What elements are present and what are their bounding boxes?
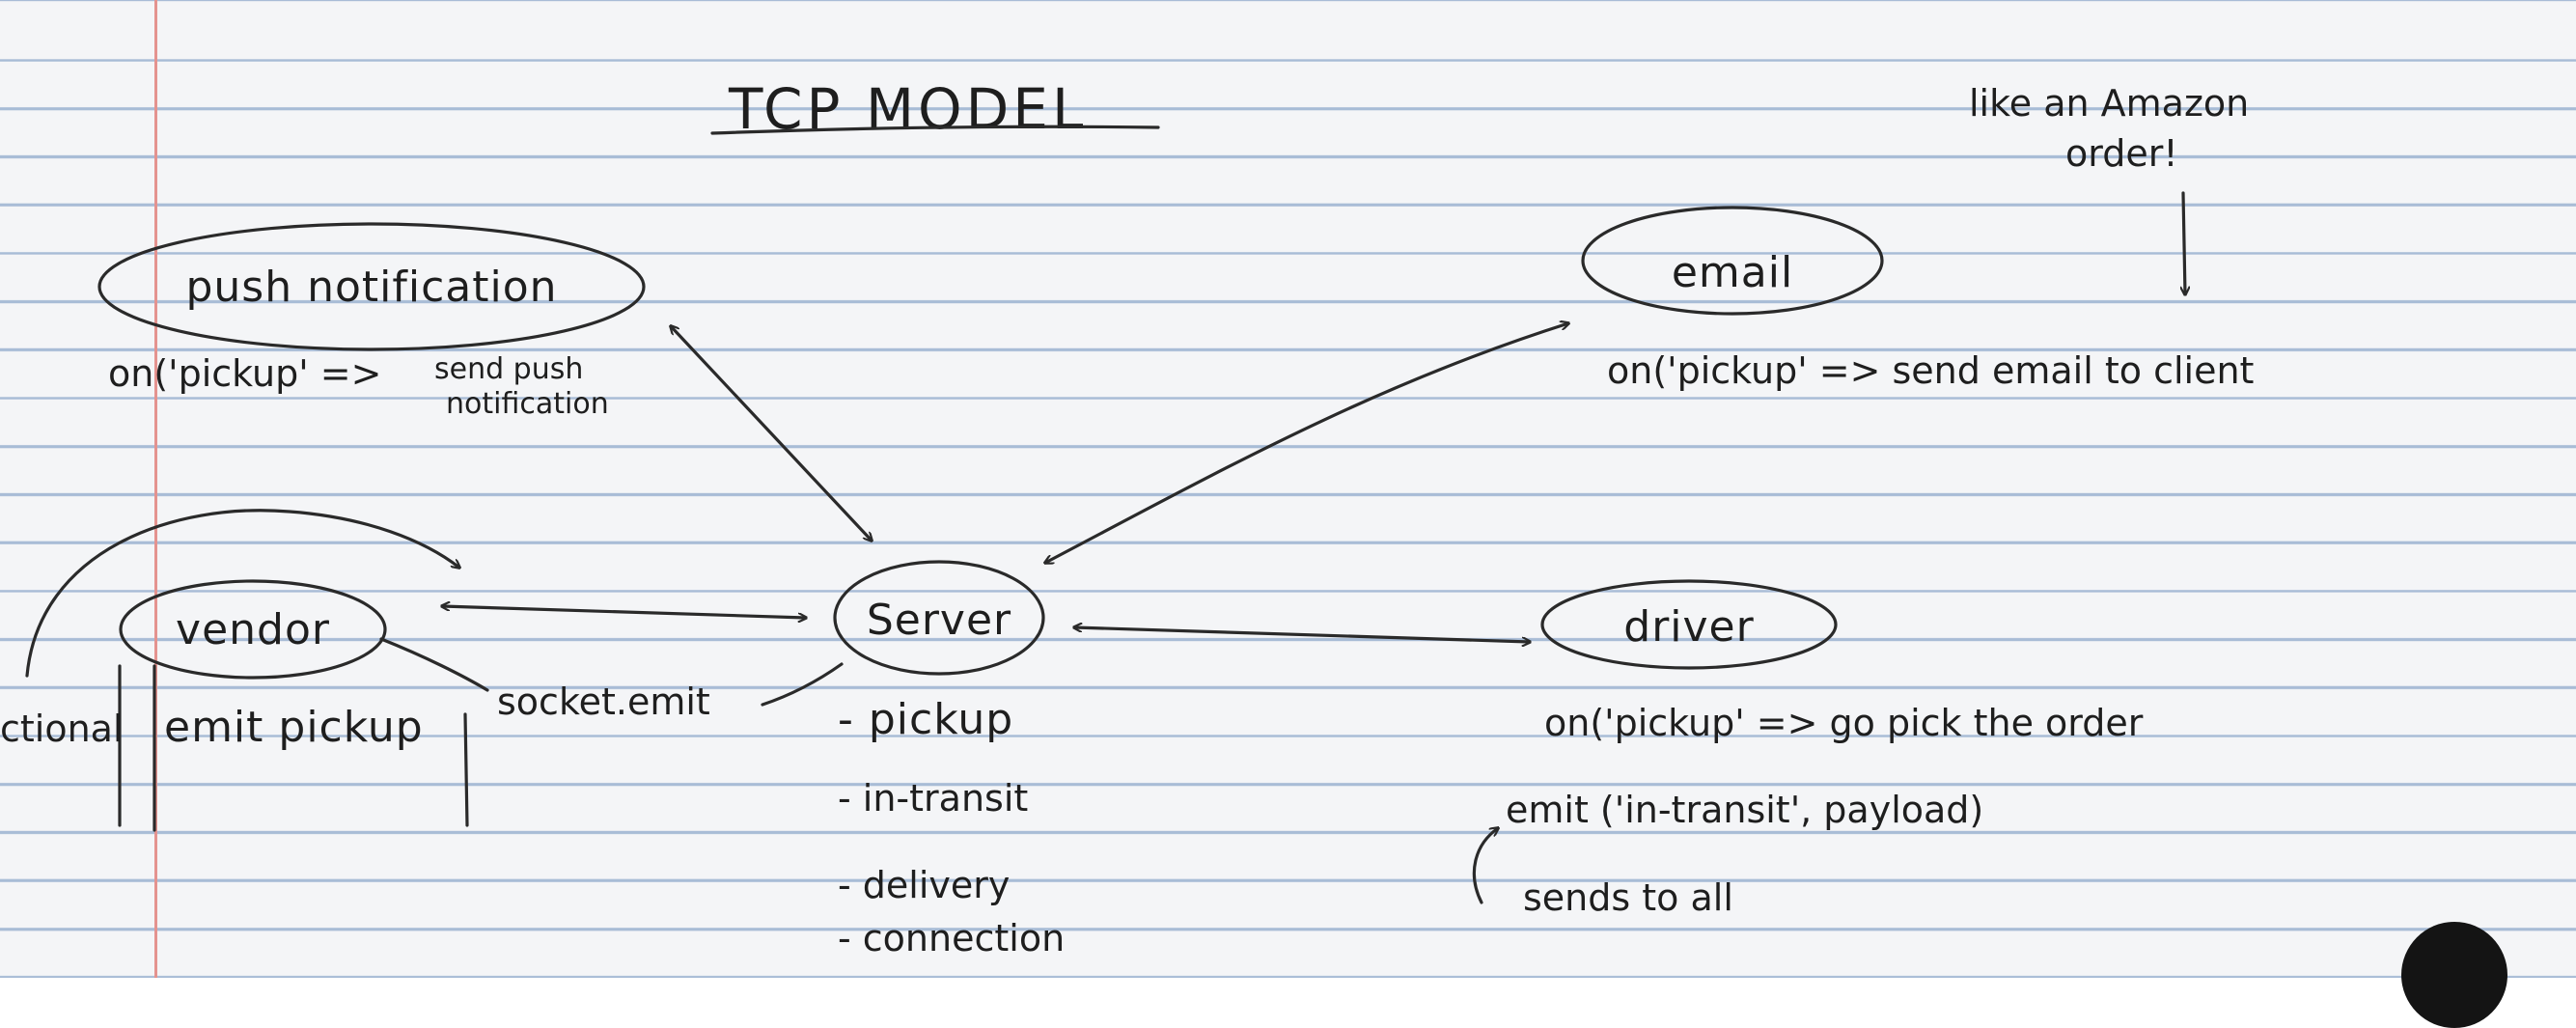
driver-node	[1540, 579, 1838, 670]
vendor-to-socket-line	[379, 637, 489, 692]
sends-arrow	[1472, 828, 1498, 904]
driver-note-line1: on('pickup' => go pick the order	[1544, 702, 2144, 744]
vendor-label: vendor	[176, 605, 330, 654]
server-driver-arrow	[1074, 627, 1530, 642]
title-underline	[710, 125, 1160, 135]
email-label: email	[1672, 248, 1793, 297]
server-event-pickup: - pickup	[838, 695, 1013, 744]
push-note-line1: on('pickup' =>	[108, 352, 381, 395]
server-node	[833, 560, 1045, 676]
push-server-arrow	[671, 326, 872, 541]
server-event-in-transit: - in-transit	[838, 777, 1028, 820]
push-note-line2: send push	[434, 352, 583, 386]
email-node	[1581, 206, 1884, 316]
amazon-note-line1: like an Amazon	[1969, 82, 2249, 125]
server-event-connection: - connection	[838, 917, 1065, 959]
server-event-delivery: - delivery	[838, 864, 1010, 906]
vendor-left-partial: ctional	[0, 708, 124, 750]
vendor-loop-arrow	[25, 509, 459, 678]
socket-to-server-line	[761, 662, 844, 707]
driver-label: driver	[1623, 602, 1754, 652]
server-label: Server	[867, 596, 1011, 645]
tcp-model-diagram: TCP MODEL like an Amazon order! push not…	[0, 76, 2254, 959]
server-email-arrow	[1045, 323, 1568, 563]
amazon-note-line2: order!	[2065, 132, 2178, 175]
driver-note-line2: emit ('in-transit', payload)	[1506, 789, 1983, 831]
socket-emit-label: socket.emit	[497, 681, 710, 723]
sends-note: sends to all	[1523, 876, 1733, 919]
margin-line	[154, 0, 157, 978]
email-note: on('pickup' => send email to client	[1607, 349, 2254, 392]
push-notification-node	[97, 222, 646, 351]
vendor-action: emit pickup	[164, 703, 424, 752]
push-note-line3: notification	[446, 387, 609, 421]
push-notification-label: push notification	[185, 263, 557, 312]
vendor-node	[119, 579, 387, 680]
vendor-server-arrow	[442, 606, 806, 618]
vendor-box-right	[463, 712, 469, 827]
amazon-arrow	[2183, 191, 2185, 294]
